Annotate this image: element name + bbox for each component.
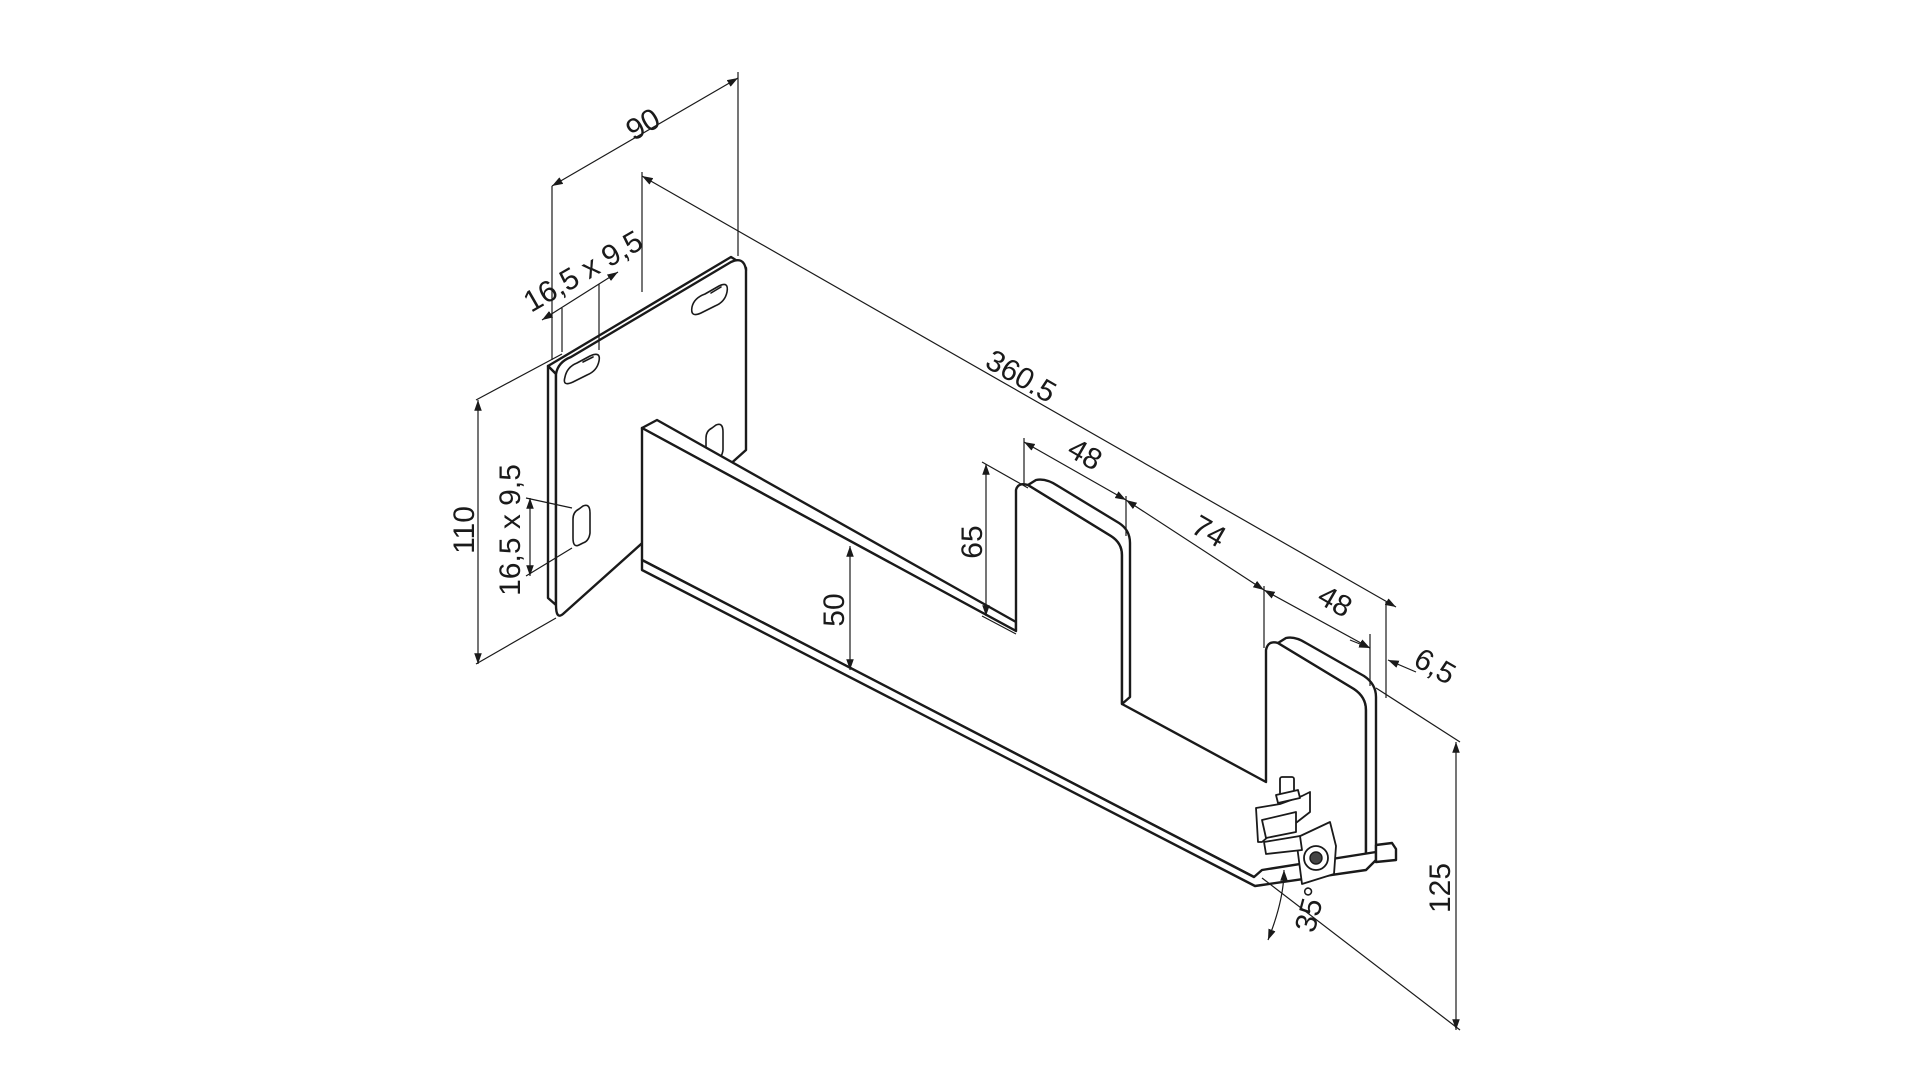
mounting-slot (563, 353, 601, 385)
dimension-notch-gap: 74 (1125, 499, 1265, 648)
dimension-label: 125 (1424, 863, 1457, 913)
dimension-label: 48 (1312, 579, 1357, 624)
dimension-label: 6,5 (1408, 642, 1461, 691)
dimension-label: 50 (818, 593, 851, 626)
dimension-plate-height: 110 (448, 353, 563, 665)
mounting-slot (572, 504, 591, 547)
dimension-label: 65 (956, 525, 989, 558)
dimension-label: 90 (621, 102, 666, 147)
dimension-label: 48 (1062, 432, 1107, 477)
dimension-slot-left: 16,5 x 9,5 (494, 464, 573, 596)
dimension-arm-height: 50 (818, 546, 854, 670)
dimension-label: 360.5 (980, 344, 1062, 410)
dimension-label: 16,5 x 9,5 (518, 225, 649, 319)
dimension-label: 16,5 x 9,5 (494, 464, 527, 596)
dimension-total-height: 125 (1261, 687, 1461, 1031)
dimension-label: 110 (448, 506, 481, 554)
clamp-hardware (1255, 776, 1337, 885)
dimension-label: 74 (1186, 509, 1231, 554)
dimension-notch-a-depth: 65 (956, 461, 1029, 635)
